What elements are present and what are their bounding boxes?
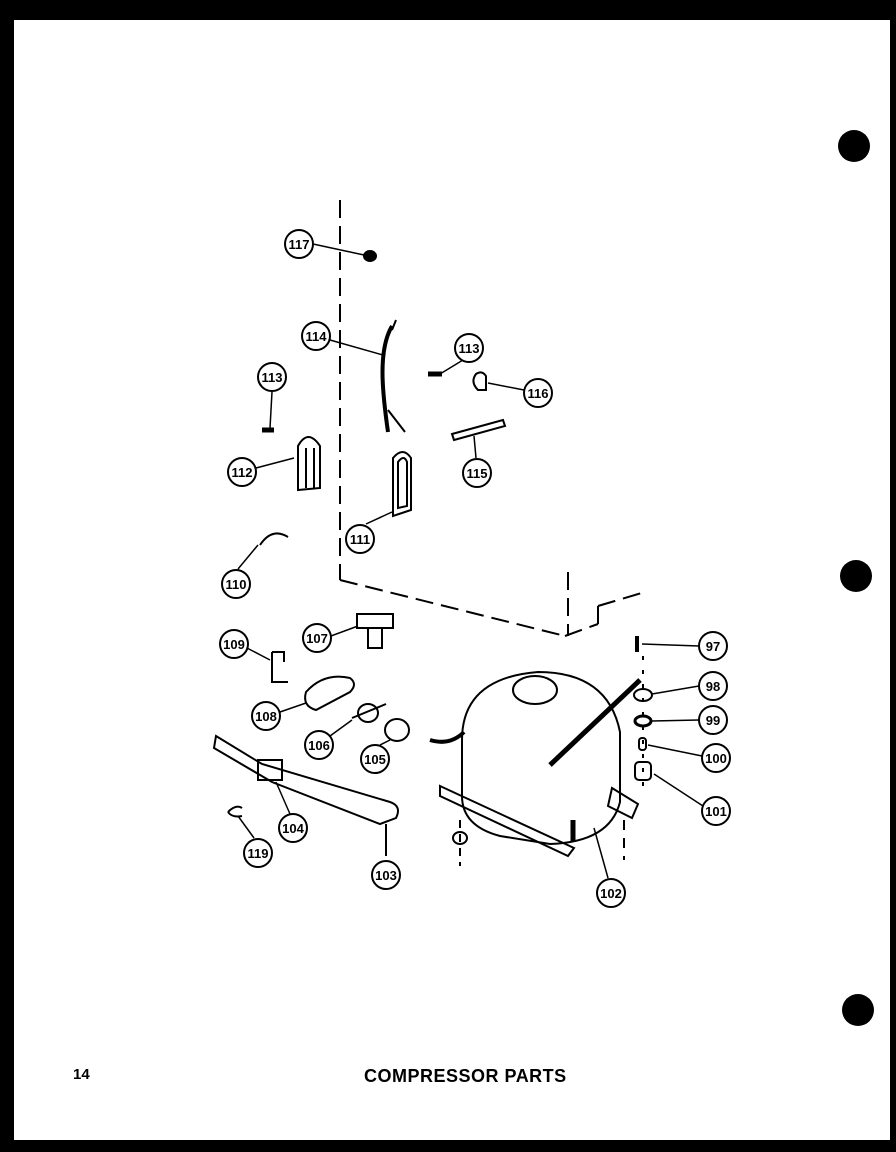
binder-hole-top [838,130,870,162]
callout-103: 103 [375,868,397,883]
callout-106: 106 [308,738,330,753]
callout-112: 112 [232,465,253,480]
callout-102: 102 [600,886,622,901]
leader-lines [237,243,704,879]
callout-114: 114 [306,329,328,344]
callout-bubbles [219,229,731,908]
part-119-clip-icon [227,805,243,818]
callout-105: 105 [364,752,386,767]
part-104-sleeve-icon [257,759,283,781]
callout-97: 97 [706,639,720,654]
part-107-relay-icon [356,613,394,629]
cabinet-outline [339,200,646,637]
callout-113-right: 113 [459,341,480,356]
part-108-cover-icon [304,675,355,712]
callout-119: 119 [248,846,269,861]
mounting-stack-icon [633,636,653,792]
callout-109: 109 [223,637,245,652]
page-title: COMPRESSOR PARTS [364,1066,567,1086]
callout-98: 98 [706,679,720,694]
callout-107: 107 [306,631,328,646]
callout-100: 100 [705,751,727,766]
part-109-bracket-icon [271,651,288,683]
part-104-harness-icon [212,734,399,826]
callout-115: 115 [467,466,488,481]
callout-104: 104 [282,821,304,836]
part-112-bracket-icon [297,436,321,492]
part-110-clamp-icon [259,532,289,546]
part-105-cap-icon [384,718,410,742]
part-114-tube-icon [380,324,394,433]
part-116-clip-icon [472,371,487,391]
part-111-gasket-icon [392,451,412,518]
part-117-plug-icon [363,250,377,262]
callout-labels: 117 114 113 113 116 112 115 111 110 107 … [223,237,727,901]
callout-116: 116 [528,386,549,401]
binder-hole-middle [840,560,872,592]
part-102-compressor-icon [429,670,642,866]
callout-108: 108 [255,709,277,724]
callout-117: 117 [289,237,310,252]
callout-101: 101 [705,804,727,819]
callout-110: 110 [226,577,247,592]
part-106-overload-icon [357,703,379,723]
document-page [14,20,890,1140]
part-115-pin-icon [450,418,507,442]
callout-99: 99 [706,713,720,728]
callout-113-left: 113 [262,370,283,385]
binder-hole-bottom [842,994,874,1026]
page-number: 14 [73,1066,90,1083]
callout-111: 111 [350,532,370,547]
